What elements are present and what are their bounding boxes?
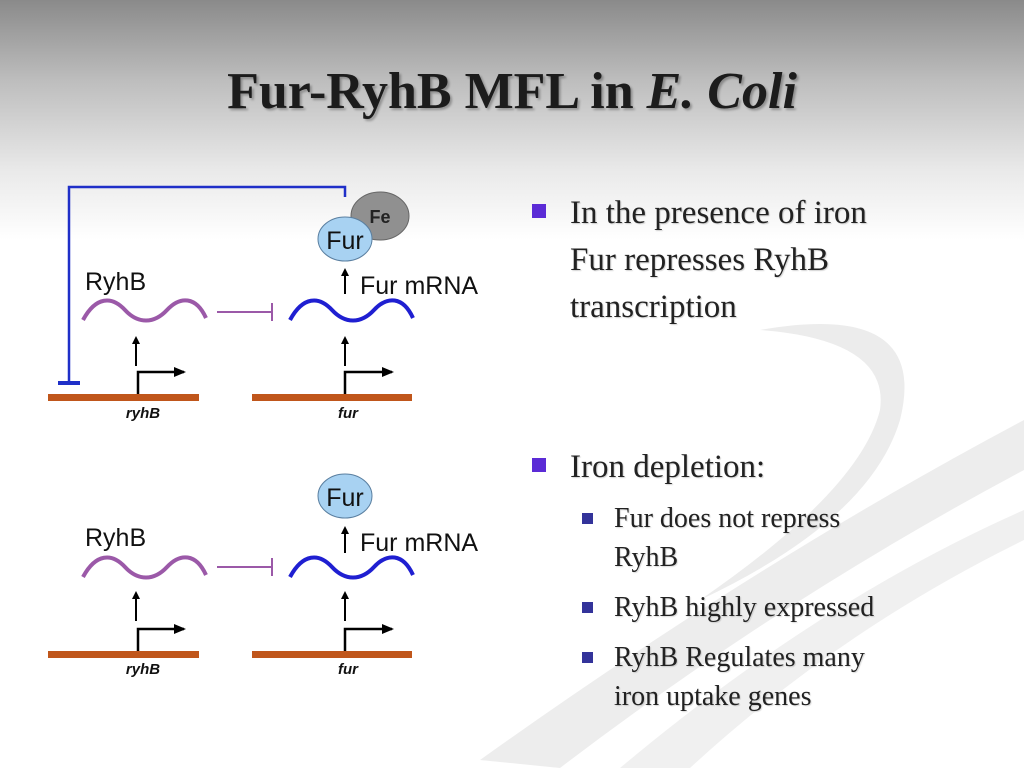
sub-bullet-line: RyhB xyxy=(614,542,679,573)
ryhb-promoter-arrow xyxy=(136,624,186,651)
sub-bullet-text: RyhB highly expressed xyxy=(614,592,875,623)
bullet-line: In the presence of iron xyxy=(570,195,867,231)
fur-mrna-label: Fur mRNA xyxy=(360,529,478,557)
ryhb-rna-wave xyxy=(81,555,208,580)
ryhb-promoter-arrow xyxy=(136,367,186,394)
bullet-marker xyxy=(532,204,546,218)
sub-bullet-fur-no-repress: Fur does not repress RyhB xyxy=(582,499,934,577)
sub-bullet-marker xyxy=(582,652,593,663)
sub-bullet-marker xyxy=(582,513,593,524)
swoosh-curl xyxy=(700,324,905,600)
fur-protein-label: Fur xyxy=(326,484,364,512)
fur-protein-label: Fur xyxy=(326,227,364,255)
fur-mrna-label: Fur mRNA xyxy=(360,272,478,300)
sub-bullet-line: Fur does not repress xyxy=(614,503,841,534)
fur-gene-bar xyxy=(252,394,412,401)
slide-title: Fur-RyhB MFL in E. Coli xyxy=(0,62,1024,121)
bottom-panel: Fur RyhB Fur mRNA ryhB fur xyxy=(48,473,478,678)
bullet-iron-present: In the presence of iron Fur represses Ry… xyxy=(532,190,950,331)
ryhb-gene-bar xyxy=(48,651,199,658)
fur-promoter-arrow xyxy=(343,624,394,651)
bullet-line: transcription xyxy=(570,289,737,325)
fur-gene-label: fur xyxy=(338,661,359,678)
swoosh-band-2 xyxy=(620,510,1024,768)
top-panel: Fe Fur RyhB Fur mRNA ryhB fur xyxy=(48,185,478,422)
ryhb-gene-label: ryhB xyxy=(126,661,160,678)
title-italic-text: E. Coli xyxy=(646,63,797,120)
fe-label: Fe xyxy=(369,207,390,227)
bullet-line: Fur represses RyhB xyxy=(570,242,829,278)
bullet-iron-depletion: Iron depletion: xyxy=(532,444,950,491)
fur-protein-circle xyxy=(317,473,373,519)
fur-promoter-arrow xyxy=(343,367,394,394)
ryhb-label: RyhB xyxy=(85,524,146,552)
fur-gene-bar xyxy=(252,651,412,658)
fur-repression-line xyxy=(67,185,347,382)
fur-protein-circle xyxy=(317,216,373,262)
fur-mrna-wave xyxy=(288,555,415,580)
ryhb-label: RyhB xyxy=(85,268,146,296)
bullet-text: Iron depletion: xyxy=(570,449,766,485)
fur-mrna-wave xyxy=(288,298,415,323)
bullet-marker xyxy=(532,458,546,472)
fur-gene-label: fur xyxy=(338,405,359,422)
ryhb-gene-bar xyxy=(48,394,199,401)
swoosh-band-1 xyxy=(480,420,1024,768)
sub-bullet-marker xyxy=(582,602,593,613)
title-text: Fur-RyhB MFL in xyxy=(227,63,647,120)
ryhb-gene-label: ryhB xyxy=(126,405,160,422)
sub-bullet-ryhb-expressed: RyhB highly expressed xyxy=(582,588,934,627)
sub-bullet-line: RyhB Regulates many xyxy=(614,642,865,673)
sub-bullet-ryhb-regulates: RyhB Regulates many iron uptake genes xyxy=(582,638,934,716)
regulation-diagram: Fe Fur RyhB Fur mRNA ryhB fur Fur RyhB F… xyxy=(48,185,478,678)
ryhb-rna-wave xyxy=(81,298,208,323)
sub-bullet-line: iron uptake genes xyxy=(614,681,812,712)
